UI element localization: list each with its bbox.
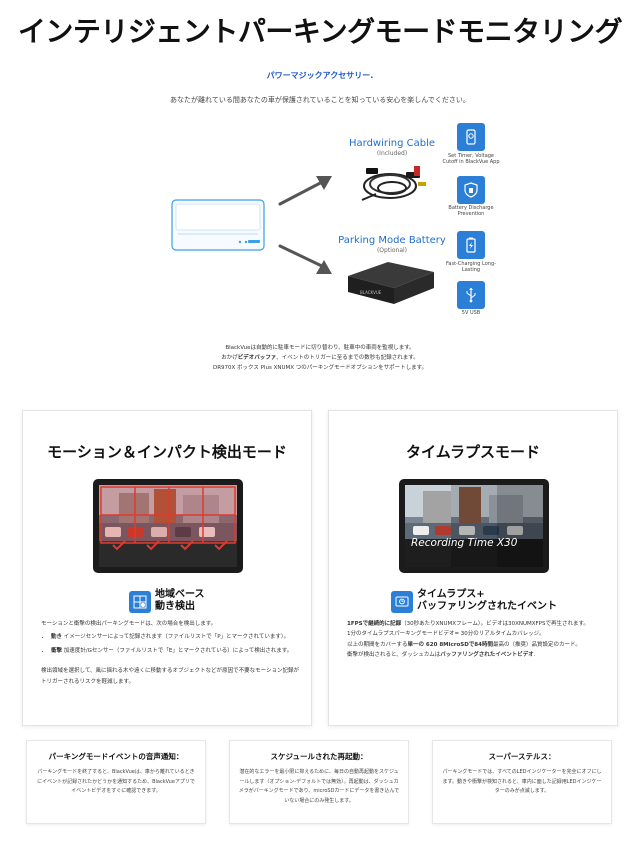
timelapse-p1: 1FPSで継続的に記録（30秒あたりXNUMXフレーム）。ビデオは30XNUMX… <box>347 621 589 627</box>
motion-intro: モーションと衝撃の検出パーキングモードは、次の場合を検出します。 <box>41 621 217 627</box>
timelapse-card: タイムラプスモード Recording Time X30 <box>328 410 618 726</box>
timelapse-p2: 1分のタイムラプスパーキングモードビデオ= 30分のリアルタイムカバレッジ。 <box>347 631 545 638</box>
timelapse-p4: 衝撃が検出されると、ダッシュカムはバッファリングされたイベントビデオ. <box>347 652 536 659</box>
motion-bullet-1: 動き イメージセンサーによって記録されます（ファイルリストで「P」とマークされて… <box>51 632 299 642</box>
dashcam-box-image <box>171 199 265 251</box>
timer-app-icon <box>457 123 485 151</box>
description-line-2: おかげビデオバッファ、イベントのトリガーに至るまでの数秒も記録されます。 <box>221 354 419 361</box>
feature-label-charging: Fast-Charging Long-Lasting <box>446 261 496 274</box>
scheduled-reboot-title: スケジュールされた再起動： <box>270 752 368 761</box>
description-line-1: BlackVueは自動的に駐車モードに切り替わり、駐車中の車両を監視します。 <box>225 345 415 351</box>
motion-mode-label: 地域ベース動き検出 <box>155 589 205 612</box>
voice-notification-text: パーキングモードを終了すると、BlackVueは、車から離れているときにイベント… <box>37 769 195 794</box>
parking-description: BlackVueは自動的に駐車モードに切り替わり、駐車中の車両を監視します。 お… <box>0 344 640 374</box>
feature-label-timer: Set Timer, Voltage Cutoff in BlackVue Ap… <box>442 153 500 166</box>
shield-battery-icon <box>457 176 485 204</box>
battery-brand: BLACKVUE <box>360 290 382 295</box>
battery-bolt-icon <box>457 231 485 259</box>
arrow-to-cable-icon <box>278 176 332 206</box>
timelapse-scene-image <box>405 485 543 567</box>
motion-grid-image <box>99 485 237 567</box>
motion-card-title: モーション＆インパクト検出モード <box>47 443 287 461</box>
timelapse-mode-label: タイムラプス+バッファリングされたイベント <box>417 589 557 612</box>
description-line-3: DR970X ボックス Plus XNUMX つのパーキングモードオプションをサ… <box>212 364 428 371</box>
motion-card-text: モーションと衝撃の検出パーキングモードは、次の場合を検出します。 動き イメージ… <box>41 619 299 687</box>
voice-notification-box: パーキングモードイベントの音声通知： パーキングモードを終了すると、BlackV… <box>26 740 206 824</box>
super-stealth-box: スーパーステルス： パーキングモードでは、すべてのLEDインジケーターを完全にオ… <box>432 740 612 824</box>
video-buffer-highlight: ビデオバッファ <box>237 354 277 361</box>
timelapse-card-text: 1FPSで継続的に記録（30秒あたりXNUMXフレーム）。ビデオは30XNUMX… <box>347 619 605 661</box>
voice-notification-title: パーキングモードイベントの音声通知： <box>48 752 184 761</box>
timelapse-buffer-icon <box>391 591 413 613</box>
super-stealth-title: スーパーステルス： <box>488 752 556 761</box>
battery-subtitle: (Optional) <box>376 247 408 254</box>
arrow-to-battery-icon <box>278 244 332 274</box>
usb-icon <box>457 281 485 309</box>
battery-title: Parking Mode Battery <box>338 235 446 246</box>
hardwiring-title: Hardwiring Cable <box>348 138 436 149</box>
hardwiring-cable-image <box>361 166 426 201</box>
timelapse-p3: 以上の期間をカバーする単一の 620 8MicroSDで84時間最高の（推奨）品… <box>347 641 581 648</box>
motion-detection-screen <box>93 479 243 573</box>
section-subtitle: パワーマジックアクセサリー. <box>266 71 374 80</box>
scheduled-reboot-text: 潜在的なエラーを最小限に抑えるために、毎日の自動再起動をスケジュールします（オプ… <box>238 769 400 804</box>
region-detect-icon <box>129 591 151 613</box>
scheduled-reboot-box: スケジュールされた再起動： 潜在的なエラーを最小限に抑えるために、毎日の自動再起… <box>229 740 409 824</box>
recording-time-overlay: Recording Time X30 <box>411 537 518 549</box>
parking-battery-image: BLACKVUE <box>348 262 434 304</box>
timelapse-card-title: タイムラプスモード <box>406 443 540 461</box>
motion-bullet-2: 衝撃 加速度計/Gセンサー（ファイルリストで「E」とマークされている）によって検… <box>51 646 299 656</box>
hardwiring-subtitle: (Included) <box>376 150 408 157</box>
motion-outro: 検出領域を選択して、風に揺れる木や遠くに移動するオブジェクトなどが原因で不要なモ… <box>41 668 299 685</box>
timelapse-screen: Recording Time X30 <box>399 479 549 573</box>
super-stealth-text: パーキングモードでは、すべてのLEDインジケーターを完全にオフにします。動きや衝… <box>442 769 602 794</box>
feature-label-usb: 5V USB <box>461 310 481 316</box>
feature-label-discharge: Battery Discharge Prevention <box>448 205 494 218</box>
motion-impact-card: モーション＆インパクト検出モード <box>22 410 312 726</box>
lead-text: あなたが離れている間あなたの車が保護されていることを知っている安心を楽しんでくだ… <box>170 96 470 104</box>
page-title: インテリジェントパーキングモードモニタリング <box>17 15 623 48</box>
